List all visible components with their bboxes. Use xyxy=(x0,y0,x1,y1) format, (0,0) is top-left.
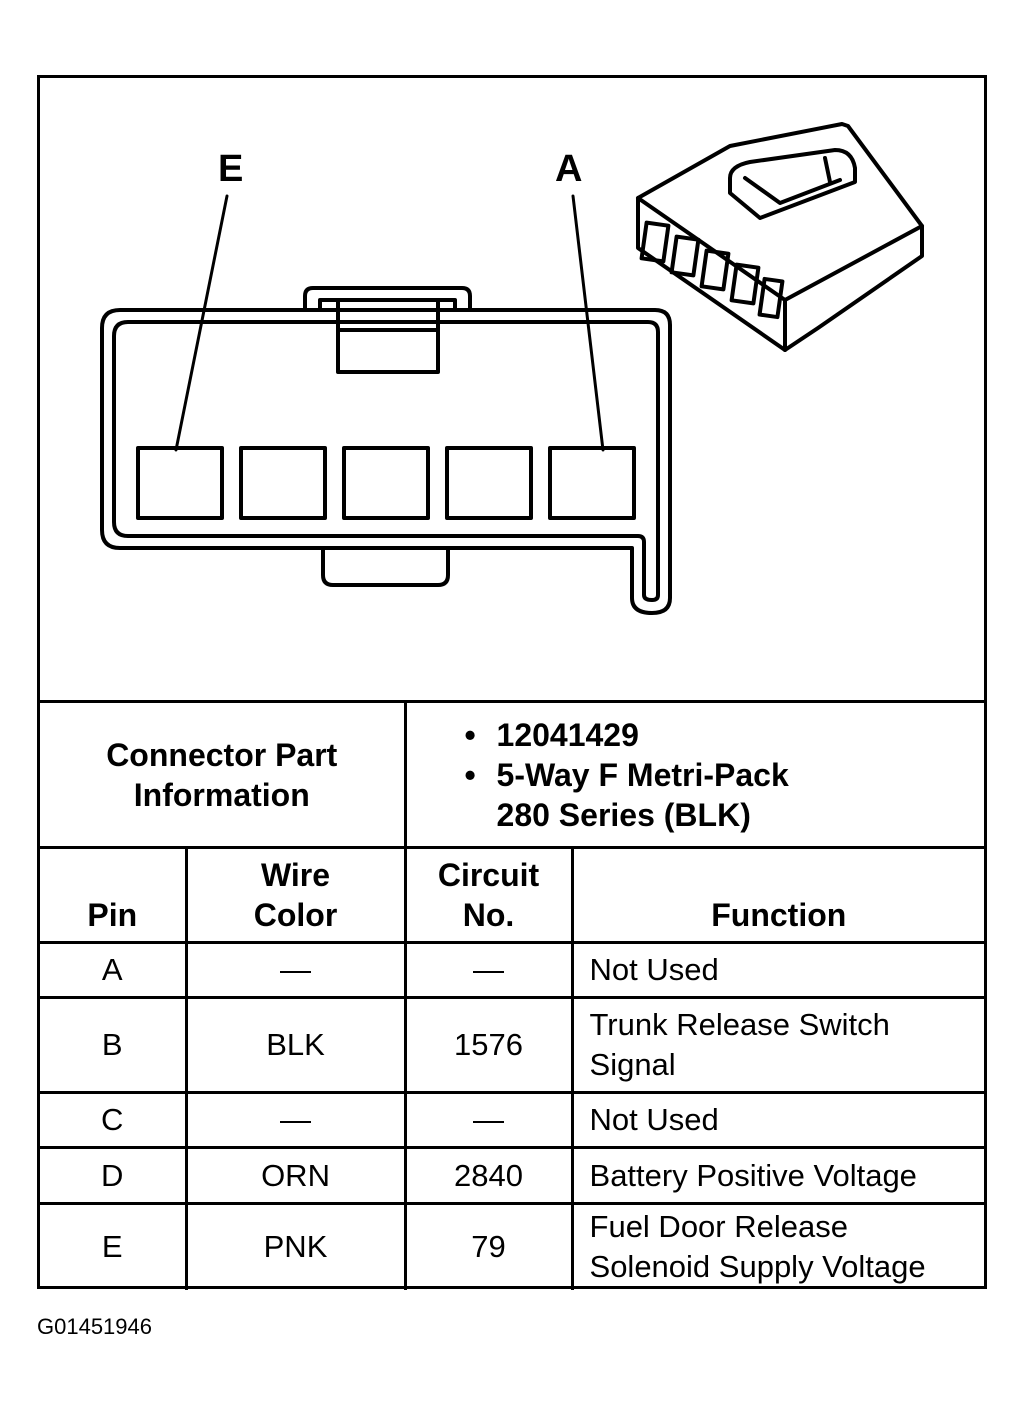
pin-label-e: E xyxy=(218,148,244,190)
cavity-a xyxy=(548,446,636,520)
table-row: A — — Not Used xyxy=(40,941,985,999)
circuit-cell: — xyxy=(403,941,574,999)
pin-cell: B xyxy=(40,996,188,1094)
function-cell: Not Used xyxy=(570,1091,985,1149)
header-function: Function xyxy=(570,846,985,944)
connector-perspective-view xyxy=(636,122,924,352)
connector-body-outer xyxy=(100,308,672,615)
table-header-row: Pin Wire Color Circuit No. Function xyxy=(40,846,985,944)
pin-cell: D xyxy=(40,1146,188,1205)
connector-drawing: E A xyxy=(40,78,984,700)
circuit-cell: — xyxy=(403,1091,574,1149)
wire-color-cell: — xyxy=(184,941,407,999)
cavity-c xyxy=(342,446,430,520)
table-row: B BLK 1576 Trunk Release Switch Signal xyxy=(40,996,985,1094)
connector-body-inner xyxy=(112,320,660,602)
circuit-cell: 1576 xyxy=(403,996,574,1094)
diagram-frame: E A Connector Part Information 12041429 … xyxy=(37,75,987,1290)
bottom-key xyxy=(321,546,450,587)
header-wire-color: Wire Color xyxy=(184,846,407,944)
leader-line-e xyxy=(174,194,229,452)
connector-description-cont: 280 Series (BLK) xyxy=(496,796,751,833)
table-row: E PNK 79 Fuel Door Release Solenoid Supp… xyxy=(40,1202,985,1290)
cavity-d xyxy=(239,446,327,520)
connector-face-view xyxy=(100,122,924,615)
table-row: C — — Not Used xyxy=(40,1091,985,1149)
connector-description: 5-Way F Metri-Pack xyxy=(457,755,985,795)
function-cell: Trunk Release Switch Signal xyxy=(570,996,985,1094)
wire-color-cell: PNK xyxy=(184,1202,407,1290)
cavity-b xyxy=(445,446,533,520)
function-cell: Fuel Door Release Solenoid Supply Voltag… xyxy=(570,1202,985,1290)
pin-label-a: A xyxy=(555,148,583,190)
figure-id: G01451946 xyxy=(37,1314,152,1339)
leader-line-a xyxy=(571,194,605,452)
circuit-cell: 79 xyxy=(403,1202,574,1290)
table-row: D ORN 2840 Battery Positive Voltage xyxy=(40,1146,985,1205)
locking-tab-outer xyxy=(303,286,472,312)
part-number: 12041429 xyxy=(457,715,985,755)
connector-pinout-table: Connector Part Information 12041429 5-Wa… xyxy=(40,700,985,1290)
circuit-cell: 2840 xyxy=(403,1146,574,1205)
pin-cell: C xyxy=(40,1091,188,1149)
cavity-e xyxy=(136,446,224,520)
wire-color-cell: — xyxy=(184,1091,407,1149)
wire-color-cell: BLK xyxy=(184,996,407,1094)
pin-cell: A xyxy=(40,941,188,999)
header-circuit-no: Circuit No. xyxy=(403,846,574,944)
pin-cell: E xyxy=(40,1202,188,1290)
connector-info-row: Connector Part Information 12041429 5-Wa… xyxy=(40,700,985,849)
function-cell: Not Used xyxy=(570,941,985,999)
function-cell: Battery Positive Voltage xyxy=(570,1146,985,1205)
connector-info-title: Connector Part Information xyxy=(40,700,407,849)
wire-color-cell: ORN xyxy=(184,1146,407,1205)
connector-info-details: 12041429 5-Way F Metri-Pack 280 Series (… xyxy=(403,700,985,849)
header-pin: Pin xyxy=(40,846,188,944)
